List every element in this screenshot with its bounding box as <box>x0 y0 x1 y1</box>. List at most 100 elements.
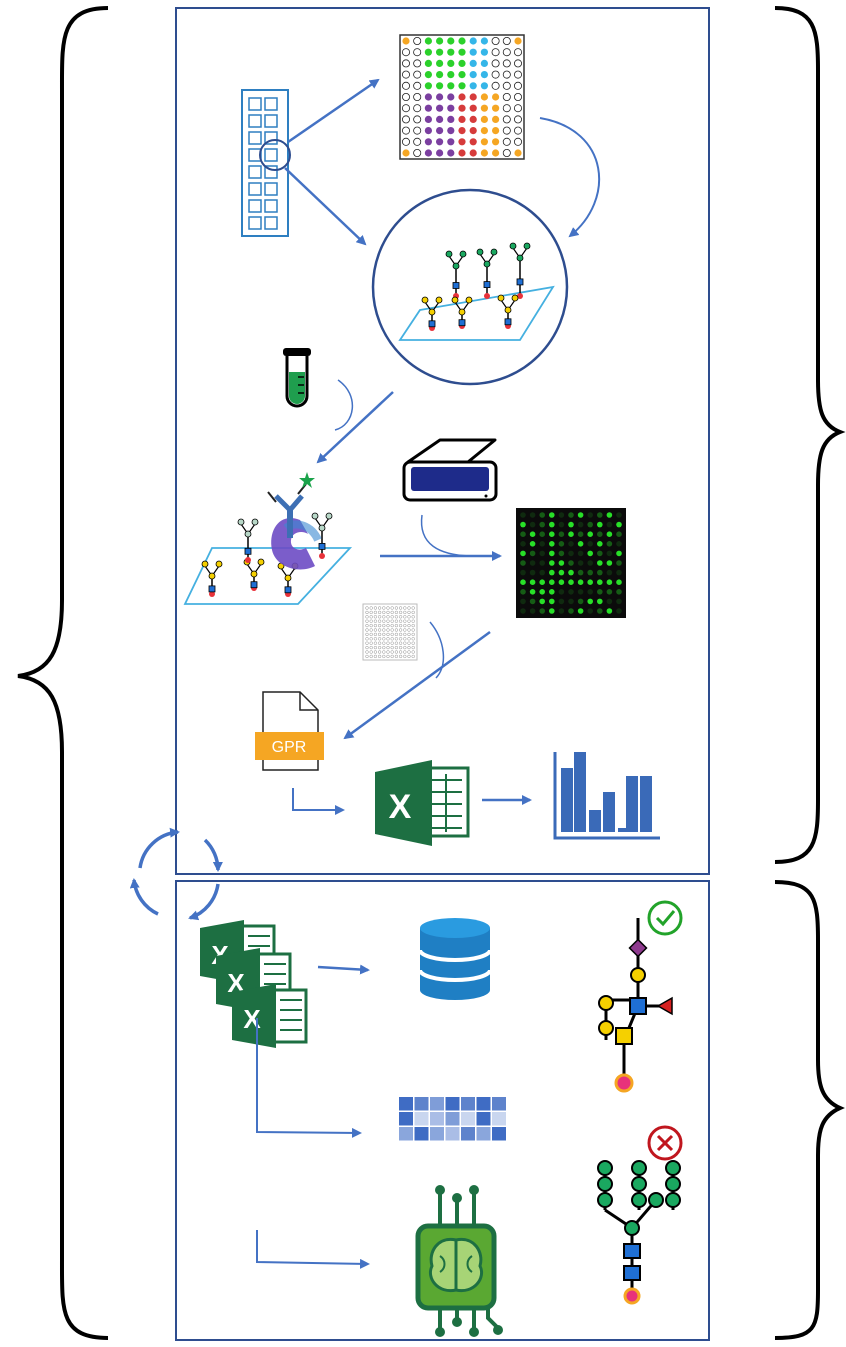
grid-spot <box>365 606 369 610</box>
scan-spot <box>568 550 574 557</box>
grid-spot <box>407 650 411 654</box>
scan-spot <box>597 541 603 547</box>
grid-spot <box>390 623 394 628</box>
heatmap-cell <box>445 1097 460 1111</box>
scan-spot <box>549 579 555 585</box>
array-spot <box>502 115 511 124</box>
glycan-anchor <box>319 553 325 559</box>
scan-spot <box>606 569 613 576</box>
grid-spot <box>394 623 398 628</box>
glycan-structure-icon <box>598 918 673 1093</box>
scan-spot <box>529 598 536 605</box>
grid-spot <box>399 610 403 614</box>
scan-spot <box>616 531 622 537</box>
glycan-node <box>284 586 292 594</box>
array-spot <box>469 149 477 157</box>
array-spot <box>413 126 422 135</box>
array-spot <box>480 104 488 112</box>
glycan-node <box>648 1192 664 1208</box>
grid-spot <box>399 628 403 632</box>
grid-spot <box>378 615 382 619</box>
array-spot <box>469 115 477 123</box>
heatmap-cell <box>461 1112 475 1126</box>
array-spot <box>502 137 511 146</box>
array-spot <box>402 149 410 157</box>
array-spot <box>401 81 410 90</box>
scan-spot <box>549 550 555 557</box>
scan-spot <box>597 531 603 537</box>
grid-spot <box>403 610 407 614</box>
grid-spot <box>390 628 394 632</box>
heatmap-cell <box>492 1127 506 1141</box>
array-spot <box>447 48 455 56</box>
arrow-excel-stack-to-database <box>317 964 370 975</box>
grid-spot <box>390 610 394 614</box>
grid-spot <box>411 619 415 623</box>
scan-spot <box>587 550 593 557</box>
grid-spot <box>407 615 411 619</box>
scan-spot <box>520 521 526 528</box>
scan-spot <box>606 550 613 557</box>
check-icon <box>647 900 683 936</box>
grid-spot <box>390 632 394 636</box>
heatmap-cell <box>476 1097 491 1111</box>
glycan-node <box>665 1192 681 1208</box>
antibody-binding-icon <box>183 472 353 605</box>
array-spot <box>514 149 522 157</box>
scan-spot <box>520 589 526 595</box>
bar <box>626 776 638 832</box>
array-spot <box>502 104 511 113</box>
slide-well <box>248 114 262 128</box>
scan-spot <box>539 541 545 547</box>
arrow-slide-to-circle <box>284 167 367 246</box>
scan-spot <box>616 579 622 585</box>
array-spot <box>436 59 444 67</box>
slide-well <box>264 182 278 196</box>
glycan-anchor <box>484 293 490 299</box>
array-spot <box>502 37 511 46</box>
scan-spot <box>529 608 536 614</box>
array-spot <box>401 93 410 102</box>
array-spot <box>514 70 523 79</box>
glycan-node <box>244 547 252 555</box>
grid-spot <box>373 619 377 623</box>
heatmap-cell <box>430 1127 444 1141</box>
scan-spot <box>606 598 613 605</box>
scan-spot <box>577 521 584 528</box>
array-spot <box>469 104 477 112</box>
heatmap-cell <box>414 1112 429 1126</box>
scan-spot <box>558 541 565 547</box>
array-spot <box>401 59 410 68</box>
array-spot <box>424 71 432 79</box>
grid-spot <box>399 615 403 619</box>
grid-spot <box>411 650 415 654</box>
grid-spot <box>394 615 398 619</box>
glycan-node <box>665 1160 681 1176</box>
grid-spot <box>373 632 377 636</box>
array-spot <box>514 59 523 68</box>
grid-spot <box>365 623 369 628</box>
scan-spot <box>529 569 536 576</box>
scan-spot <box>577 598 584 605</box>
glycan-node <box>311 512 319 520</box>
scan-spot <box>616 589 622 595</box>
grid-spot <box>378 654 382 658</box>
grid-spot <box>369 645 373 650</box>
array-spot <box>424 93 432 101</box>
grid-spot <box>378 610 382 614</box>
cycle-arrows <box>129 827 223 921</box>
array-spot <box>436 104 444 112</box>
glycan-node <box>504 306 512 314</box>
array-spot <box>480 138 488 146</box>
scan-spot <box>520 560 526 566</box>
grid-spot <box>407 637 411 641</box>
grid-spot <box>369 628 373 632</box>
grid-spot <box>411 615 415 619</box>
grid-spot <box>399 606 403 610</box>
glycan-node <box>451 296 459 304</box>
heatmap-cell <box>399 1127 413 1141</box>
array-spot <box>514 93 523 102</box>
heatmap-cell <box>476 1127 491 1141</box>
array-spot <box>436 48 444 56</box>
